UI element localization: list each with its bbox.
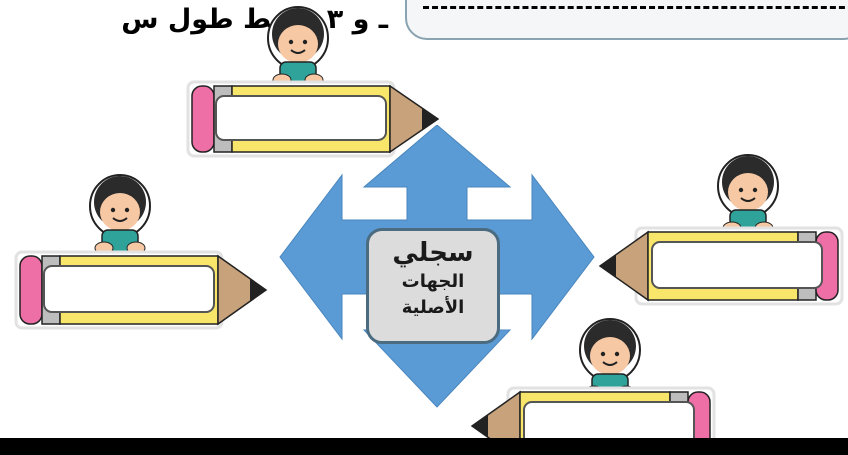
- bottom-bar: [0, 438, 848, 455]
- girl-icon: [267, 6, 329, 87]
- center-subtitle-line2: الأصلية: [401, 297, 465, 318]
- answer-dashed-line: [423, 6, 848, 9]
- center-label: سجلي الجهات الأصلية: [366, 228, 500, 344]
- pencil-card-west: [14, 250, 268, 330]
- center-subtitle-line1: الجهات: [401, 271, 465, 292]
- instruction-box: [405, 0, 848, 40]
- header-text: ـ و ۳ ١ خط طول س: [121, 4, 388, 35]
- center-title: سجلي: [392, 238, 474, 268]
- girl-icon: [717, 154, 779, 235]
- pencil-card-north: [186, 80, 440, 158]
- pencil-card-east: [598, 226, 844, 306]
- girl-icon: [89, 174, 151, 255]
